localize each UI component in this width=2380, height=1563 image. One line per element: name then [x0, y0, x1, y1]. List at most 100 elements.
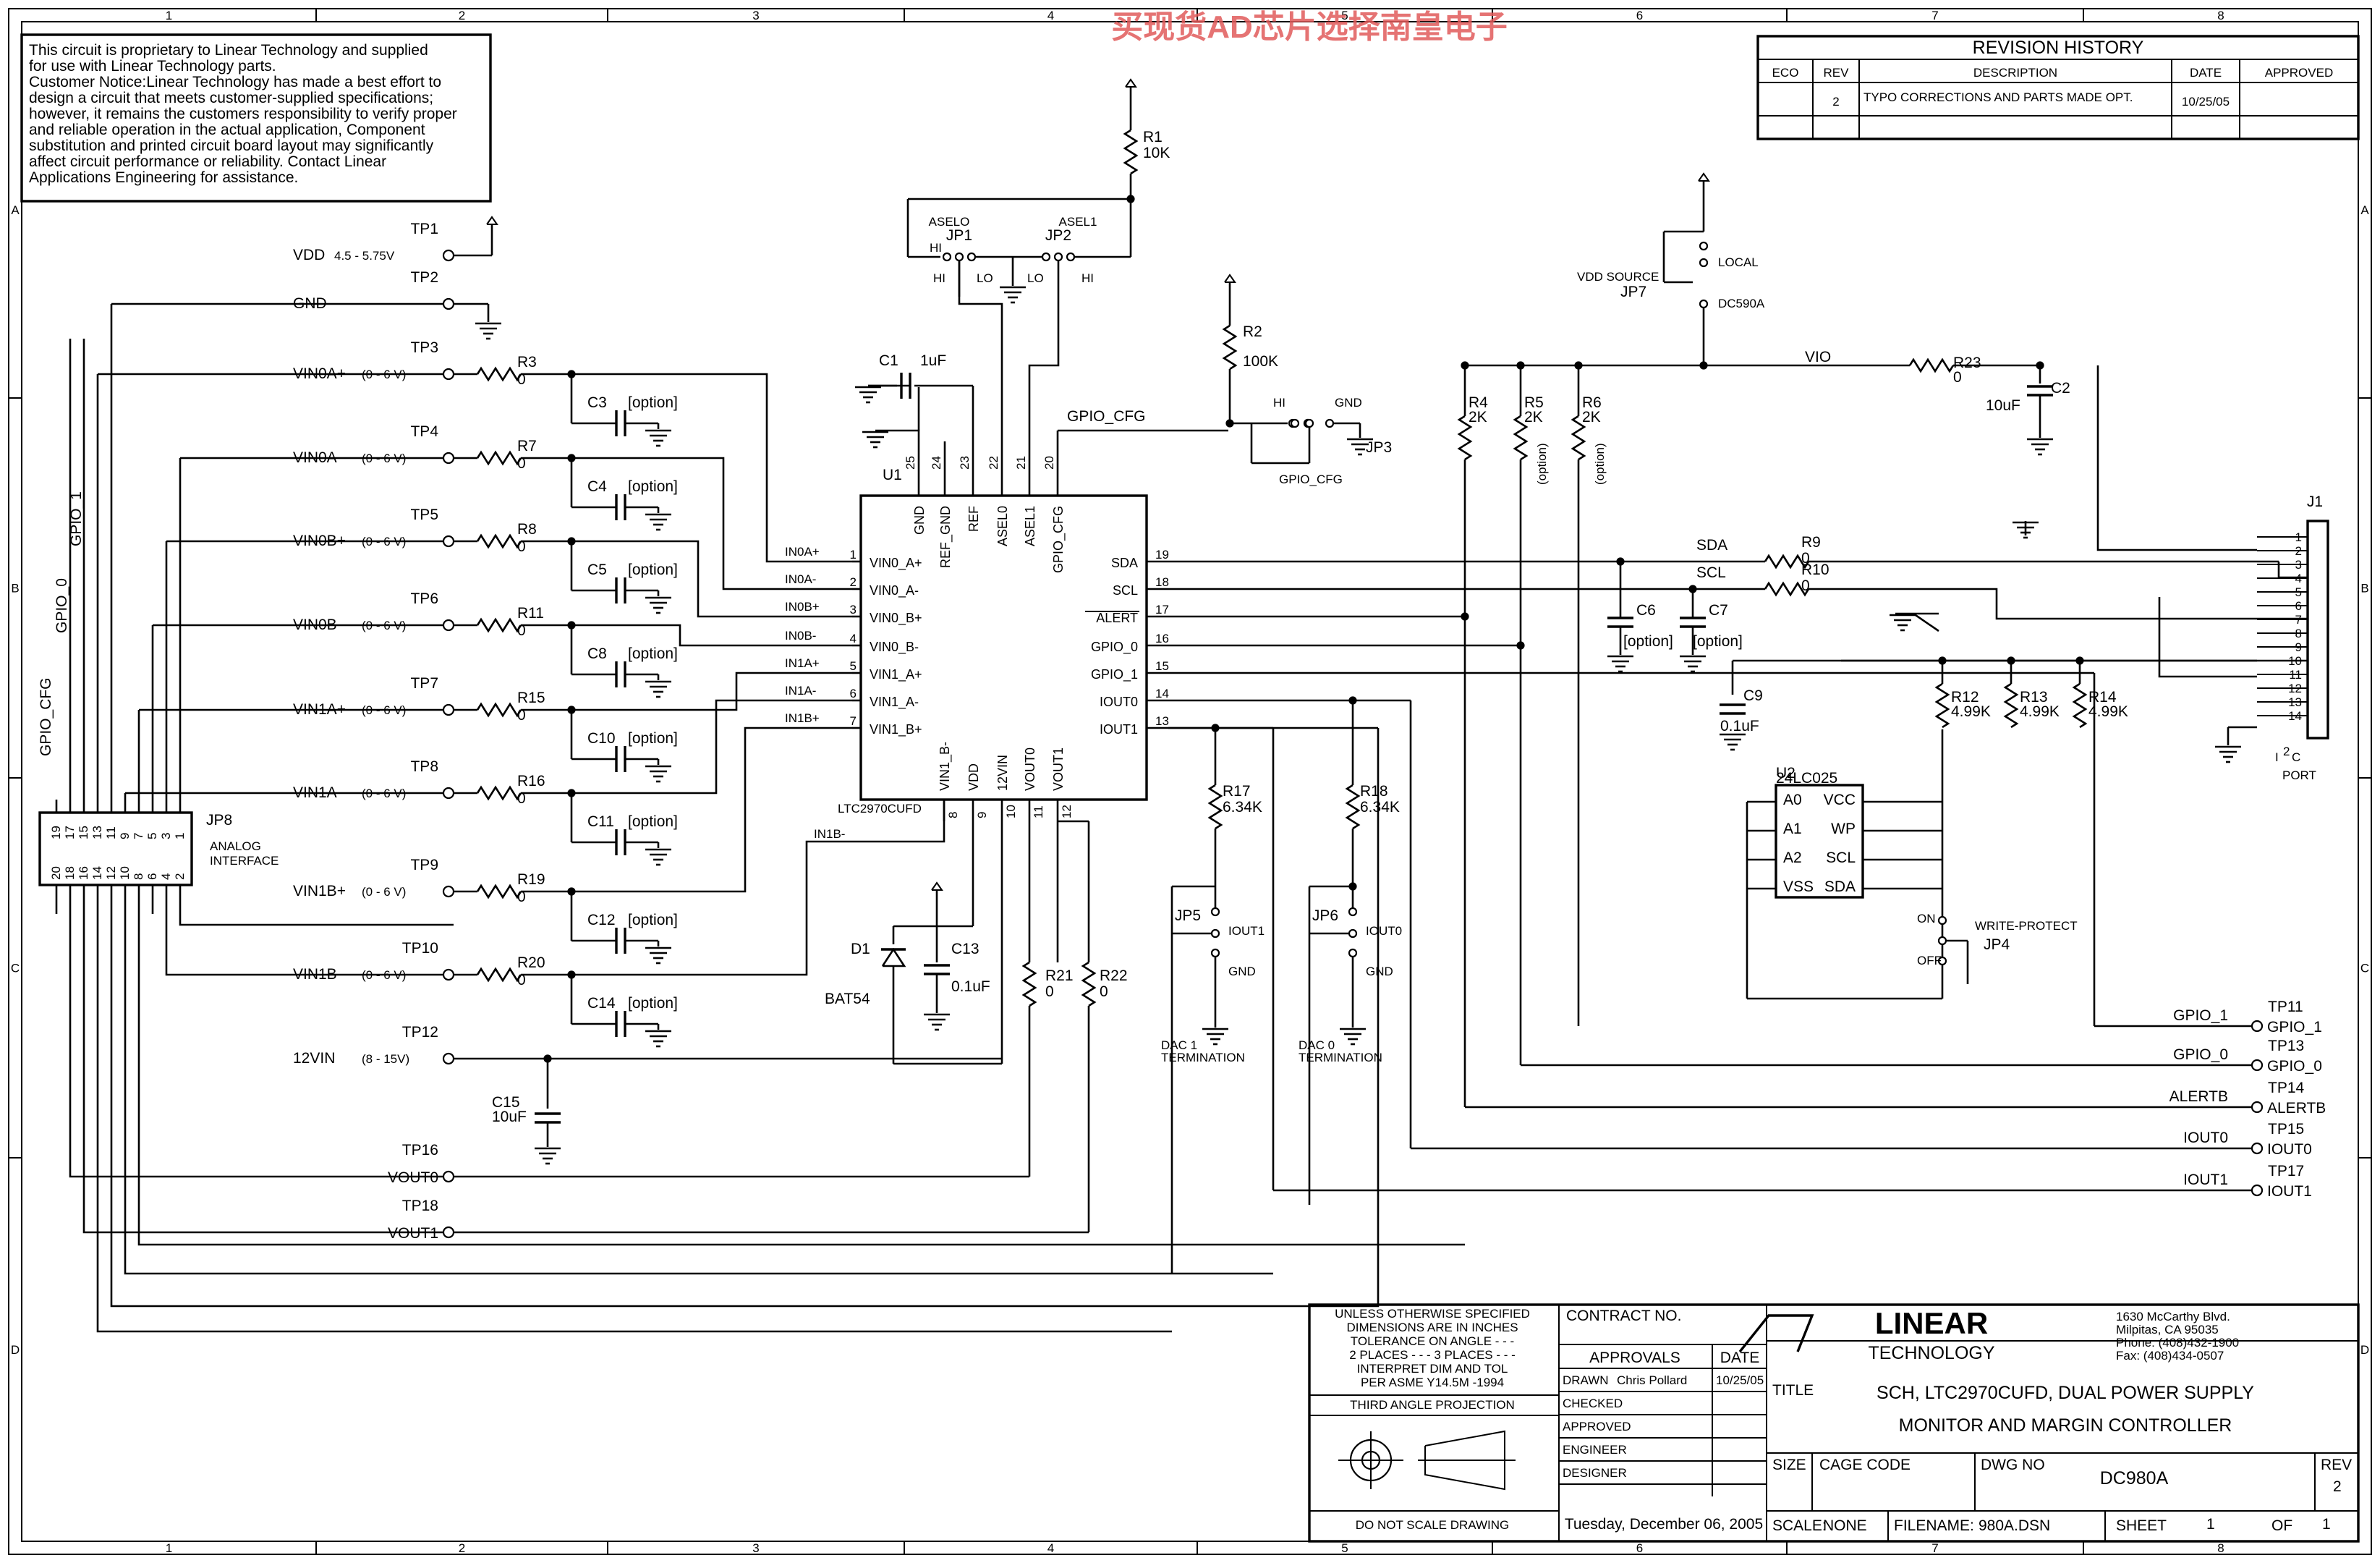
jumper-pin	[1325, 418, 1335, 428]
resistor	[2072, 682, 2088, 729]
pin-name: REF_GND	[938, 506, 953, 568]
test-point	[442, 1052, 455, 1065]
jp4-off: OFF	[1917, 954, 1942, 967]
jp7-ref: JP7	[1620, 284, 1646, 300]
i2c-sup: 2	[2283, 745, 2290, 758]
r18-ref: R18	[1360, 783, 1388, 800]
right-tp-ref: TP11	[2268, 999, 2303, 1015]
revision-header: APPROVED	[2265, 66, 2333, 80]
resistor	[1571, 415, 1586, 461]
jumper-pin	[1937, 936, 1947, 946]
range-label: (0 - 6 V)	[362, 968, 406, 982]
net-label: VIN0B-	[293, 617, 342, 633]
n: HI	[930, 241, 942, 255]
test-point	[442, 452, 455, 465]
gpio0-label: GPIO_0	[54, 578, 70, 633]
resistor-ref: R19	[517, 871, 545, 888]
jp5-gnd: GND	[1228, 965, 1256, 978]
resistor-value: 0	[517, 972, 526, 988]
sheet-value: 1	[2206, 1516, 2215, 1533]
border-col-label: 8	[2217, 1541, 2224, 1555]
r23-value: 0	[1953, 369, 1962, 386]
pin-number: 20	[1042, 456, 1056, 470]
pin-number: 11	[1032, 805, 1045, 818]
noscale-label: DO NOT SCALE DRAWING	[1356, 1518, 1510, 1532]
tolerance-line: INTERPRET DIM AND TOL	[1357, 1362, 1508, 1376]
test-point-label: TP2	[410, 269, 438, 286]
junction-dot	[1225, 419, 1234, 428]
r4-value: 2K	[1469, 409, 1487, 425]
border-row-label: B	[2360, 582, 2368, 596]
pin-number: 16	[1155, 632, 1169, 645]
net-label: 12VIN	[293, 1050, 335, 1067]
resistor	[1123, 129, 1139, 175]
u2-pin-name: A0	[1783, 792, 1802, 808]
capacitor-value: [option]	[628, 730, 678, 747]
r21-ref: R21	[1045, 967, 1074, 984]
jp4-title: WRITE-PROTECT	[1975, 919, 2078, 933]
resistor-ref: R16	[517, 773, 545, 789]
notice-line: substitution and printed circuit board l…	[29, 137, 434, 154]
j1-pin-number: 8	[2295, 627, 2302, 640]
resistor	[476, 366, 522, 382]
wire	[69, 914, 454, 1178]
notice-line: and reliable operation in the actual app…	[29, 122, 425, 138]
watermark-text: 买现货AD芯片选择南皇电子	[1111, 9, 1508, 45]
wire	[958, 260, 1003, 474]
junction-dot	[1516, 361, 1525, 370]
pin-name: VIN1_B-	[938, 742, 953, 791]
right-tp-ref: TP14	[2268, 1080, 2305, 1096]
r1-value: 10K	[1143, 145, 1170, 161]
net-label: IN1B+	[785, 711, 820, 725]
pin-number: 6	[850, 687, 857, 700]
junction-dot	[567, 706, 576, 714]
junction-dot	[1574, 361, 1583, 370]
j1-pin-number: 5	[2295, 585, 2302, 599]
jp8-desc: INTERFACE	[210, 854, 279, 868]
jp2-ref: JP2	[1045, 227, 1071, 244]
jp2-lo: LO	[1027, 271, 1044, 285]
revision-table	[1756, 35, 2360, 140]
junction-dot	[1348, 882, 1357, 891]
vio-label: VIO	[1805, 349, 1831, 365]
pin-name: VIN0_A+	[870, 556, 922, 571]
net-label: VIN1A-	[293, 784, 342, 801]
jumper-pin	[1348, 948, 1358, 958]
resistor-ref: R8	[517, 521, 537, 538]
approval-row: DRAWN	[1563, 1373, 1609, 1387]
c6-value: [option]	[1623, 633, 1673, 650]
border-col-label: 1	[166, 1541, 172, 1555]
jp6-iout: IOUT0	[1366, 924, 1402, 938]
pin-name: GPIO_0	[1091, 640, 1138, 655]
tolerance-line: TOLERANCE ON ANGLE - - -	[1351, 1334, 1514, 1348]
jumper-pin	[1937, 915, 1947, 925]
u2-ref: U2	[1776, 765, 1795, 782]
border-col-label: 1	[166, 9, 172, 22]
pin-name: GPIO_CFG	[1051, 506, 1066, 573]
address-line: Milpitas, CA 95035	[2116, 1323, 2219, 1337]
jp6-term: TERMINATION	[1299, 1051, 1382, 1064]
rev-value: 2	[2333, 1478, 2342, 1495]
jp5-iout: IOUT1	[1228, 924, 1265, 938]
jp7-local: LOCAL	[1718, 255, 1759, 269]
capacitor-value: [option]	[628, 912, 678, 928]
resistor-value: 0	[517, 889, 526, 905]
pin-name: REF	[966, 506, 981, 532]
capacitor-value: [option]	[628, 813, 678, 830]
r21-value: 0	[1045, 983, 1054, 1000]
pin-name: SCL	[1113, 583, 1138, 598]
gpio-cfg-net: GPIO_CFG	[1067, 408, 1146, 425]
projection-symbol	[1424, 1430, 1505, 1491]
pin-number: 23	[958, 456, 972, 470]
notice-line: for use with Linear Technology parts.	[29, 58, 276, 75]
scale-label: SCALE:	[1772, 1517, 1827, 1534]
resistor-value: 0	[517, 371, 526, 388]
junction-dot	[567, 970, 576, 979]
notice-line: Applications Engineering for assistance.	[29, 169, 298, 186]
resistor-value: 0	[517, 707, 526, 724]
wire	[165, 914, 454, 976]
wire	[571, 699, 852, 795]
test-point-label: TP10	[402, 940, 438, 957]
jp6-dac: DAC 0	[1299, 1038, 1335, 1052]
right-tp-label: ALERTB	[2169, 1088, 2228, 1105]
